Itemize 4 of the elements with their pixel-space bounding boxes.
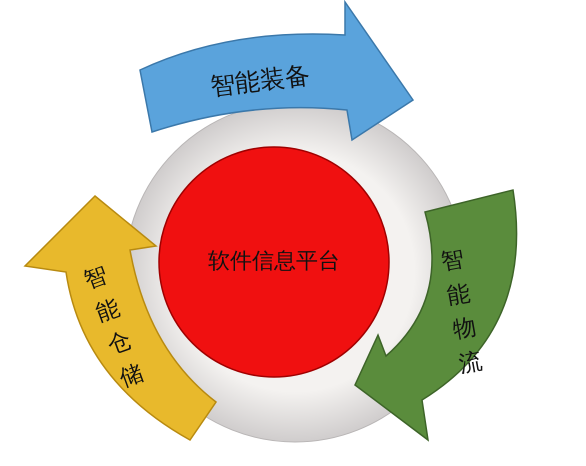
- arrow-label: 智能物流: [438, 245, 485, 380]
- center-label: 软件信息平台: [207, 248, 341, 276]
- arrow-label: 智能仓储: [79, 260, 148, 394]
- arrow-label: 智能装备: [208, 59, 312, 103]
